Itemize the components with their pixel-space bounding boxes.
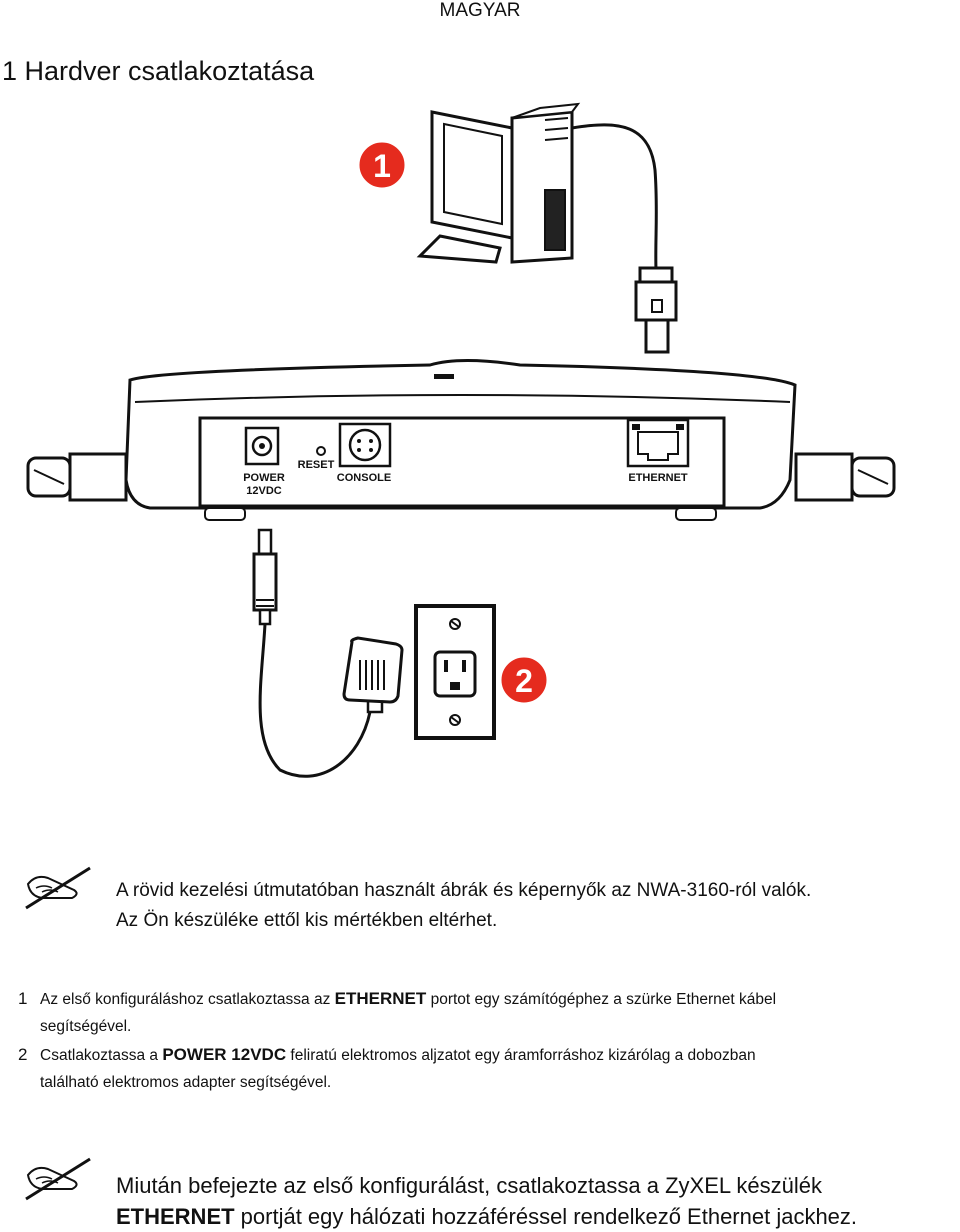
access-point-device: POWER 12VDC RESET CONSOLE ETHERNET (26, 359, 896, 521)
note-1: A rövid kezelési útmutatóban használt áb… (116, 876, 811, 936)
step-1-text-pre: Az első konfiguráláshoz csatlakoztassa a… (40, 991, 335, 1008)
note-1-line1: A rövid kezelési útmutatóban használt áb… (116, 880, 812, 901)
note-2-keyword: ETHERNET (116, 1204, 235, 1229)
computer-icon (416, 102, 581, 264)
ethernet-cable (571, 123, 658, 271)
step-1: 1 Az első konfiguráláshoz csatlakoztassa… (18, 985, 948, 1039)
step-2: 2 Csatlakoztassa a POWER 12VDC feliratú … (18, 1041, 948, 1095)
power-cable (258, 623, 372, 778)
section-title: 1 Hardver csatlakoztatása (2, 56, 315, 86)
note-2-line2: portját egy hálózati hozzáféréssel rende… (234, 1204, 858, 1229)
callout-1-badge: 1 (356, 139, 408, 191)
callout-1-label: 1 (373, 148, 391, 184)
console-label: CONSOLE (337, 472, 391, 484)
callout-2-label: 2 (515, 663, 533, 699)
note-2: Miután befejezte az első konfigurálást, … (116, 1170, 956, 1232)
power-label: POWER (243, 472, 285, 484)
step-2-text-line2: található elektromos adapter segítségéve… (40, 1074, 332, 1091)
reset-hole (316, 446, 326, 456)
pencil-note-icon (25, 866, 91, 910)
ethernet-label: ETHERNET (628, 472, 688, 484)
step-2-number: 2 (18, 1045, 28, 1064)
step-2-text-pre: Csatlakoztassa a (40, 1047, 163, 1064)
language-header: MAGYAR (439, 0, 521, 21)
step-1-text-post: portot egy számítógéphez a szürke Ethern… (426, 991, 777, 1008)
step-1-number: 1 (18, 989, 28, 1008)
wall-outlet-icon (414, 604, 496, 740)
note-1-line2: Az Ön készüléke ettől kis mértékben elté… (116, 910, 498, 931)
step-1-text-line2: segítségével. (40, 1018, 132, 1035)
pencil-note-icon (25, 1157, 91, 1201)
rj45-plug-icon (634, 266, 678, 354)
hardware-connection-diagram: 1 (26, 102, 896, 778)
step-2-text-post: feliratú elektromos aljzatot egy áramfor… (286, 1047, 756, 1064)
callout-2-badge: 2 (498, 654, 550, 706)
step-1-keyword: ETHERNET (334, 989, 427, 1008)
reset-label: RESET (298, 459, 335, 471)
note-2-line1: Miután befejezte az első konfigurálást, … (116, 1173, 822, 1198)
step-2-keyword: POWER 12VDC (162, 1045, 287, 1064)
power-12vdc-label: 12VDC (246, 485, 282, 497)
power-adapter (252, 528, 404, 778)
